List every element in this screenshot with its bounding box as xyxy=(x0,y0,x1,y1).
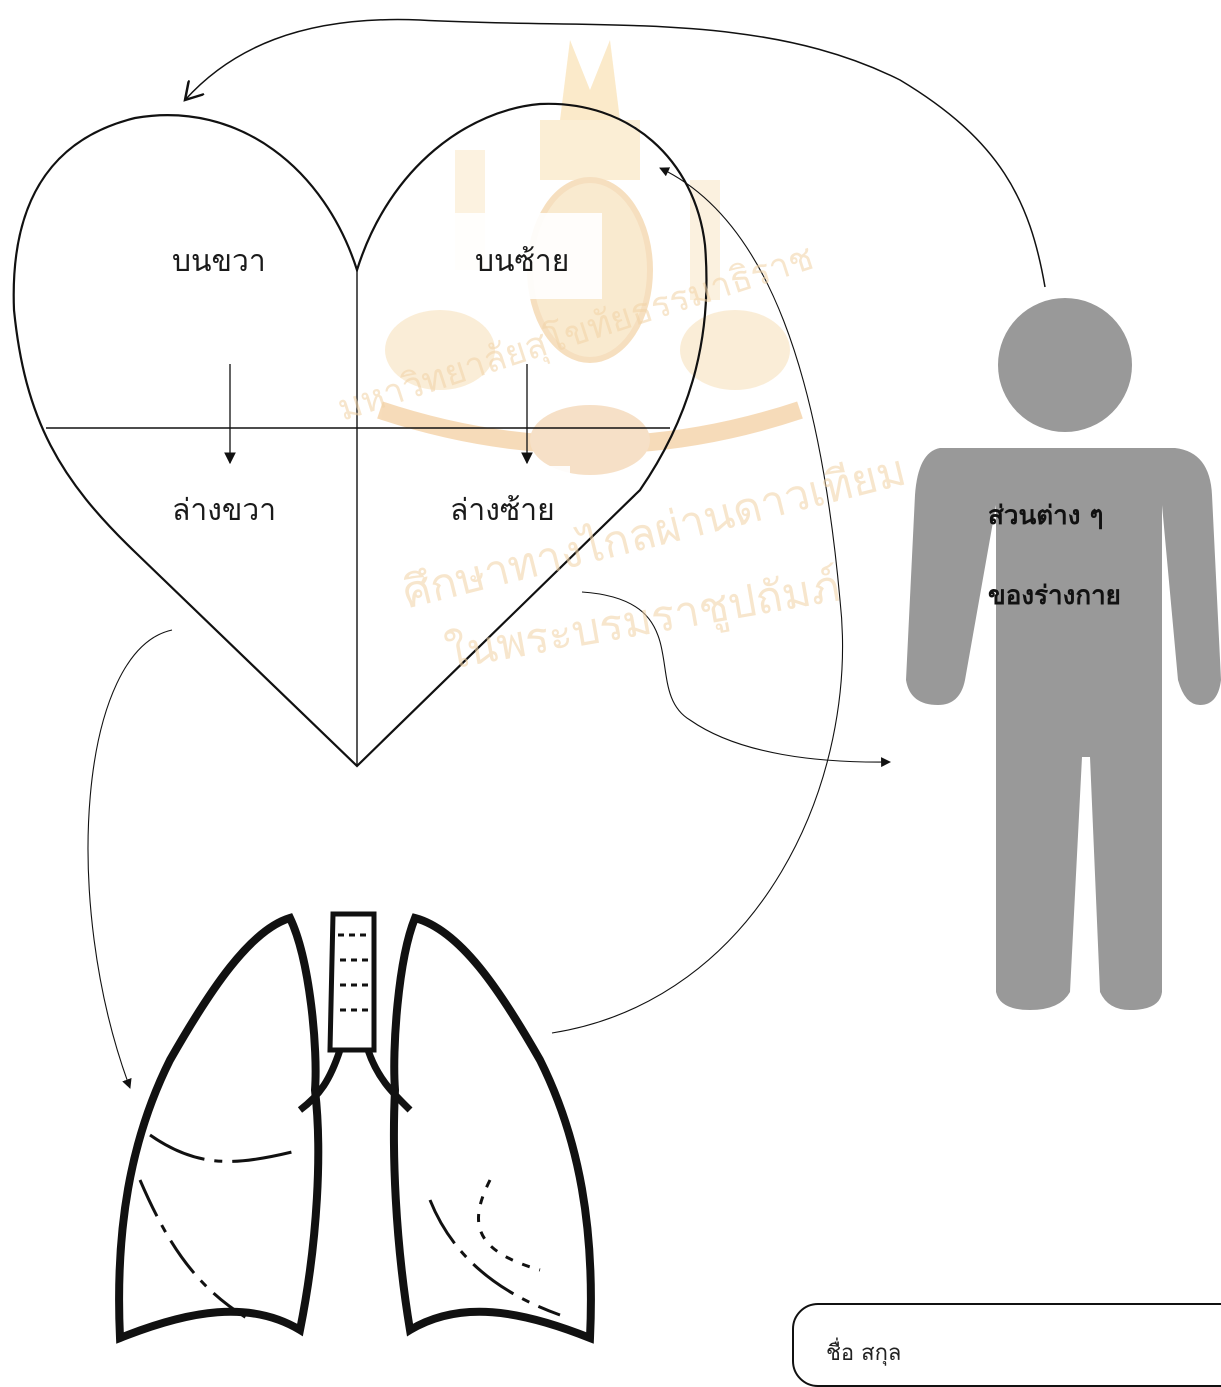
body-label-line-1: ส่วนต่าง ๆ xyxy=(988,495,1103,536)
name-box: ชื่อ สกุล xyxy=(792,1303,1221,1387)
label-upper-right: บนขวา xyxy=(172,238,266,285)
label-upper-left: บนซ้าย xyxy=(475,238,569,285)
diagram-canvas xyxy=(0,0,1221,1345)
label-lower-left: ล่างซ้าย xyxy=(450,487,555,534)
name-box-label: ชื่อ สกุล xyxy=(826,1335,901,1370)
body-label-line-2: ของร่างกาย xyxy=(988,575,1121,616)
label-lower-right: ล่างขวา xyxy=(172,487,276,534)
arrow-heart-to-lungs xyxy=(88,630,172,1088)
human-silhouette xyxy=(906,298,1221,1010)
lungs-illustration xyxy=(119,914,591,1338)
